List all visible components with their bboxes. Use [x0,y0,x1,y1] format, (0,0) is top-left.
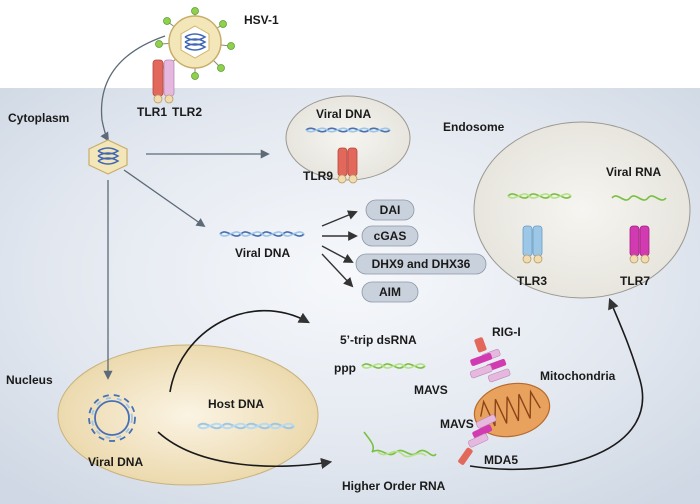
sensor-aim-label: AIM [379,285,401,299]
arrow-to-dai [321,210,358,227]
viral-rna-label: Viral RNA [606,165,661,179]
sensor-arrows [321,210,358,288]
arrow-nucleus-to-higher-rna [157,431,333,469]
viral-dna-circular [88,394,136,442]
cytosolic-viral-dna-label: Viral DNA [235,246,290,260]
arrow-rna-to-endosome [469,297,644,471]
endosome-viral-dna [305,127,391,133]
tlr1-label: TLR1 [137,105,167,119]
mda5-label: MDA5 [484,453,518,467]
higher-rna-label: Higher Order RNA [342,479,446,493]
ppp-label: ppp [334,361,356,375]
entry-arrow [100,35,166,142]
endosome-large [473,121,691,299]
dsrna-strand [361,363,426,369]
endosome-tlr9 [285,95,411,181]
tlr9-label: TLR9 [303,169,333,183]
arrow-to-aim [321,253,354,288]
endosome-viral-ssrna [611,195,667,201]
rigi-mavs-complex [469,337,511,383]
tlr3-receptor [522,225,543,264]
tlr7-label: TLR7 [620,274,650,288]
cytosolic-viral-dna [219,231,305,237]
hsv-label: HSV-1 [244,13,279,27]
sensor-aim: AIM [361,281,419,303]
cytoplasm-label: Cytoplasm [8,111,69,125]
mitochondria-label: Mitochondria [540,369,616,383]
mda5-mavs-complex [458,414,497,465]
endosome-viral-dsrna [507,193,572,199]
mavs-top-label: MAVS [414,383,448,397]
tlr1-tlr2-receptor [152,59,175,104]
endosome-label: Endosome [443,120,505,134]
nucleus [57,344,319,486]
dsrna-label: 5’-trip dsRNA [340,333,417,347]
nucleus-label: Nucleus [6,373,53,387]
higher-order-rna [363,431,437,458]
arrow-to-cytosolic-dna [123,169,206,228]
sensor-cgas: cGAS [361,225,419,247]
tlr7-receptor [629,225,650,264]
sensor-dai-label: DAI [380,203,401,217]
host-dna-label: Host DNA [208,397,264,411]
nucleus-viral-dna-label: Viral DNA [88,455,143,469]
tlr2-label: TLR2 [172,105,202,119]
hsv-virion-icon [155,7,235,80]
mavs-bottom-label: MAVS [440,417,474,431]
tlr3-label: TLR3 [517,274,547,288]
capsid-icon [88,139,128,175]
tlr9-receptor [337,147,358,184]
host-dna [197,422,295,430]
sensor-dai: DAI [365,199,415,221]
rigi-label: RIG-I [492,325,521,339]
endosome-viral-dna-label: Viral DNA [316,107,371,121]
arrow-to-dhx [321,245,354,263]
sensor-dhx: DHX9 and DHX36 [355,253,487,275]
arrow-nucleus-to-dsrna [169,310,310,393]
sensor-cgas-label: cGAS [374,229,407,243]
sensor-dhx-label: DHX9 and DHX36 [372,257,471,271]
